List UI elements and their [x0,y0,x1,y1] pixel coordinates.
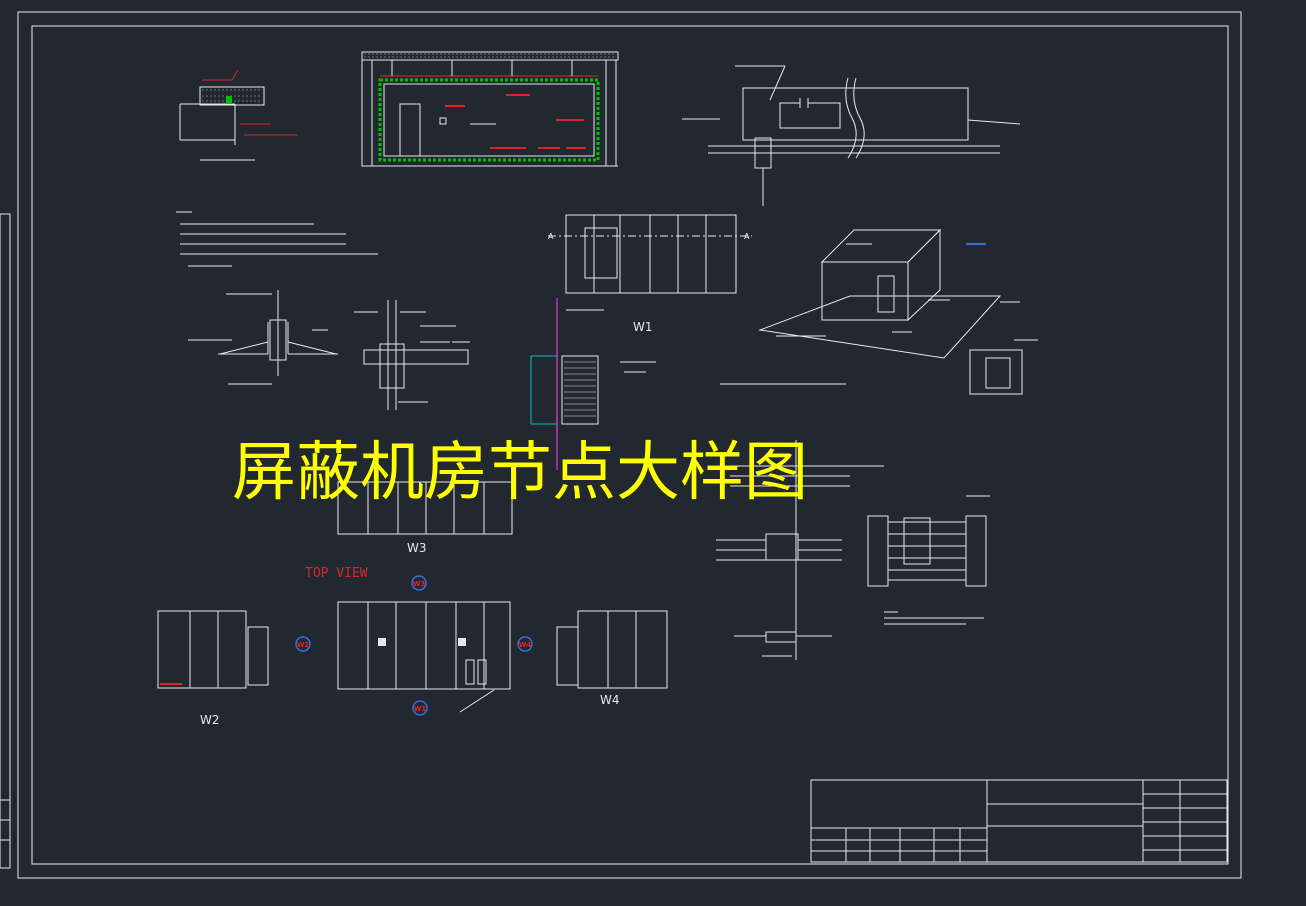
drawing-title: 屏蔽机房节点大样图 [232,436,808,510]
title-block [810,779,1228,863]
detail-isometric-box [720,228,1038,395]
top-view-plan [337,601,511,713]
marker-w1-label: W1 [414,705,427,713]
schematic-wiring [716,440,990,660]
top-view-label: TOP VIEW [305,566,368,581]
view-label-w2: W2 [200,713,220,727]
view-label-w1: W1 [633,320,653,334]
detail-ceiling-joint [179,69,298,161]
marker-w3-label: W3 [413,580,426,588]
detail-room-section [361,51,619,167]
svg-text:A: A [548,232,554,241]
marker-w3-bubble: W3 [411,575,427,591]
marker-w2-label: W2 [297,641,310,649]
marker-w1-bubble: W1 [412,700,428,716]
view-label-w4: W4 [600,693,620,707]
detail-wall-pipe [354,300,470,410]
detail-pipe-penetration [188,290,338,385]
w2-elevation [157,610,269,689]
sheet-inner-border [31,25,1229,865]
w3-elevation [337,481,513,535]
w1-elevation-section [548,214,752,294]
svg-text:A: A [744,232,750,241]
marker-w4-label: W4 [519,641,532,649]
marker-w4-bubble: W4 [517,636,533,652]
w4-elevation [556,610,668,689]
detail-waveguide [530,298,656,470]
detail-filter [682,65,1021,206]
sheet-outer-border [17,11,1242,879]
section-marker-a: A A [548,232,750,241]
notes-block [176,211,378,267]
marker-w2-bubble: W2 [295,636,311,652]
view-label-w3: W3 [407,541,427,555]
left-binding-strip [0,213,11,869]
